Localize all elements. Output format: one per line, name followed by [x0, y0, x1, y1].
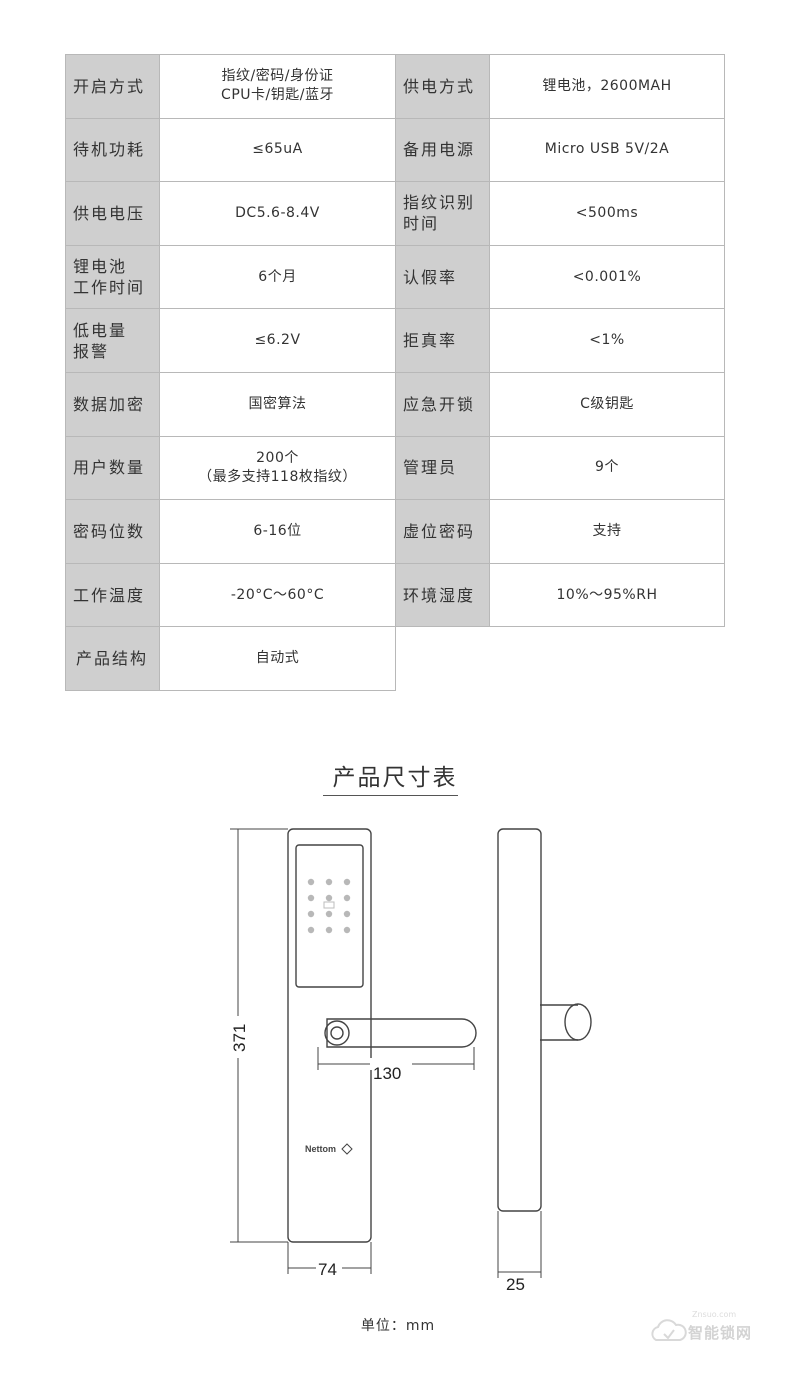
cloud-icon — [651, 1319, 687, 1341]
fingerprint-reader-inner — [330, 1026, 344, 1040]
card-icon — [323, 901, 335, 909]
spec-value: Micro USB 5V/2A — [489, 117, 725, 183]
spec-value: <500ms — [489, 181, 725, 246]
width-dimension-label: 74 — [318, 1260, 337, 1279]
fingerprint-reader — [324, 1020, 350, 1046]
keypad-dots — [307, 878, 351, 934]
spec-label: 用户数量 — [65, 435, 160, 501]
side-handle-end — [564, 1003, 592, 1041]
spec-value: 6个月 — [159, 244, 396, 310]
spec-label: 工作温度 — [65, 562, 160, 628]
watermark-text: 智能锁网 — [688, 1324, 753, 1342]
spec-label: 环境湿度 — [395, 562, 490, 628]
depth-dimension-label: 25 — [506, 1275, 525, 1294]
lever-handle — [326, 1018, 477, 1048]
spec-value: <0.001% — [489, 244, 725, 310]
spec-row: 数据加密 国密算法 应急开锁 C级钥匙 — [65, 371, 725, 437]
dimensions-title: 产品尺寸表 — [332, 765, 458, 791]
spec-label: 待机功耗 — [65, 117, 160, 183]
watermark-domain: Znsuo.com — [692, 1310, 737, 1319]
spec-value: 锂电池，2600MAH — [489, 54, 725, 119]
site-watermark: Znsuo.com 智能锁网 — [648, 1310, 768, 1346]
spec-label: 认假率 — [395, 244, 490, 310]
spec-label: 产品结构 — [65, 626, 160, 691]
spec-value: 10%～95%RH — [489, 562, 725, 628]
spec-label: 应急开锁 — [395, 371, 490, 437]
handle-dimension-label: 130 — [373, 1064, 401, 1083]
brand-mark: Nettom — [305, 1144, 336, 1154]
spec-label: 锂电池 工作时间 — [65, 244, 160, 310]
spec-table: 开启方式 指纹/密码/身份证 CPU卡/钥匙/蓝牙 供电方式 锂电池，2600M… — [65, 54, 725, 691]
spec-label: 低电量 报警 — [65, 308, 160, 373]
spec-label: 备用电源 — [395, 117, 490, 183]
spec-label: 管理员 — [395, 435, 490, 501]
spec-label: 拒真率 — [395, 308, 490, 373]
spec-value: ≤65uA — [159, 117, 396, 183]
spec-row: 锂电池 工作时间 6个月 认假率 <0.001% — [65, 244, 725, 310]
spec-label: 指纹识别 时间 — [395, 181, 490, 246]
spec-value: C级钥匙 — [489, 371, 725, 437]
lock-front-body — [287, 828, 372, 1243]
spec-row: 供电电压 DC5.6-8.4V 指纹识别 时间 <500ms — [65, 181, 725, 246]
keypad-panel — [295, 844, 364, 988]
height-dimension-label: 371 — [230, 1024, 249, 1052]
spec-label: 密码位数 — [65, 499, 160, 564]
spec-value: ≤6.2V — [159, 308, 396, 373]
spec-value: 自动式 — [159, 626, 396, 691]
spec-value: 200个 （最多支持118枚指纹） — [159, 435, 396, 501]
spec-value: <1% — [489, 308, 725, 373]
side-handle — [540, 1004, 578, 1041]
spec-value: 支持 — [489, 499, 725, 564]
spec-row: 开启方式 指纹/密码/身份证 CPU卡/钥匙/蓝牙 供电方式 锂电池，2600M… — [65, 54, 725, 119]
spec-row: 待机功耗 ≤65uA 备用电源 Micro USB 5V/2A — [65, 117, 725, 183]
title-underline — [323, 795, 458, 796]
spec-row: 低电量 报警 ≤6.2V 拒真率 <1% — [65, 308, 725, 373]
unit-caption: 单位：mm — [360, 1318, 436, 1334]
spec-row: 密码位数 6-16位 虚位密码 支持 — [65, 499, 725, 564]
spec-value: 6-16位 — [159, 499, 396, 564]
spec-label: 开启方式 — [65, 54, 160, 119]
spec-value: 指纹/密码/身份证 CPU卡/钥匙/蓝牙 — [159, 54, 396, 119]
brand-logo-icon — [341, 1143, 353, 1155]
spec-value: DC5.6-8.4V — [159, 181, 396, 246]
spec-label: 供电电压 — [65, 181, 160, 246]
spec-value: 国密算法 — [159, 371, 396, 437]
lock-side-body — [497, 828, 542, 1212]
spec-row: 产品结构 自动式 — [65, 626, 725, 691]
